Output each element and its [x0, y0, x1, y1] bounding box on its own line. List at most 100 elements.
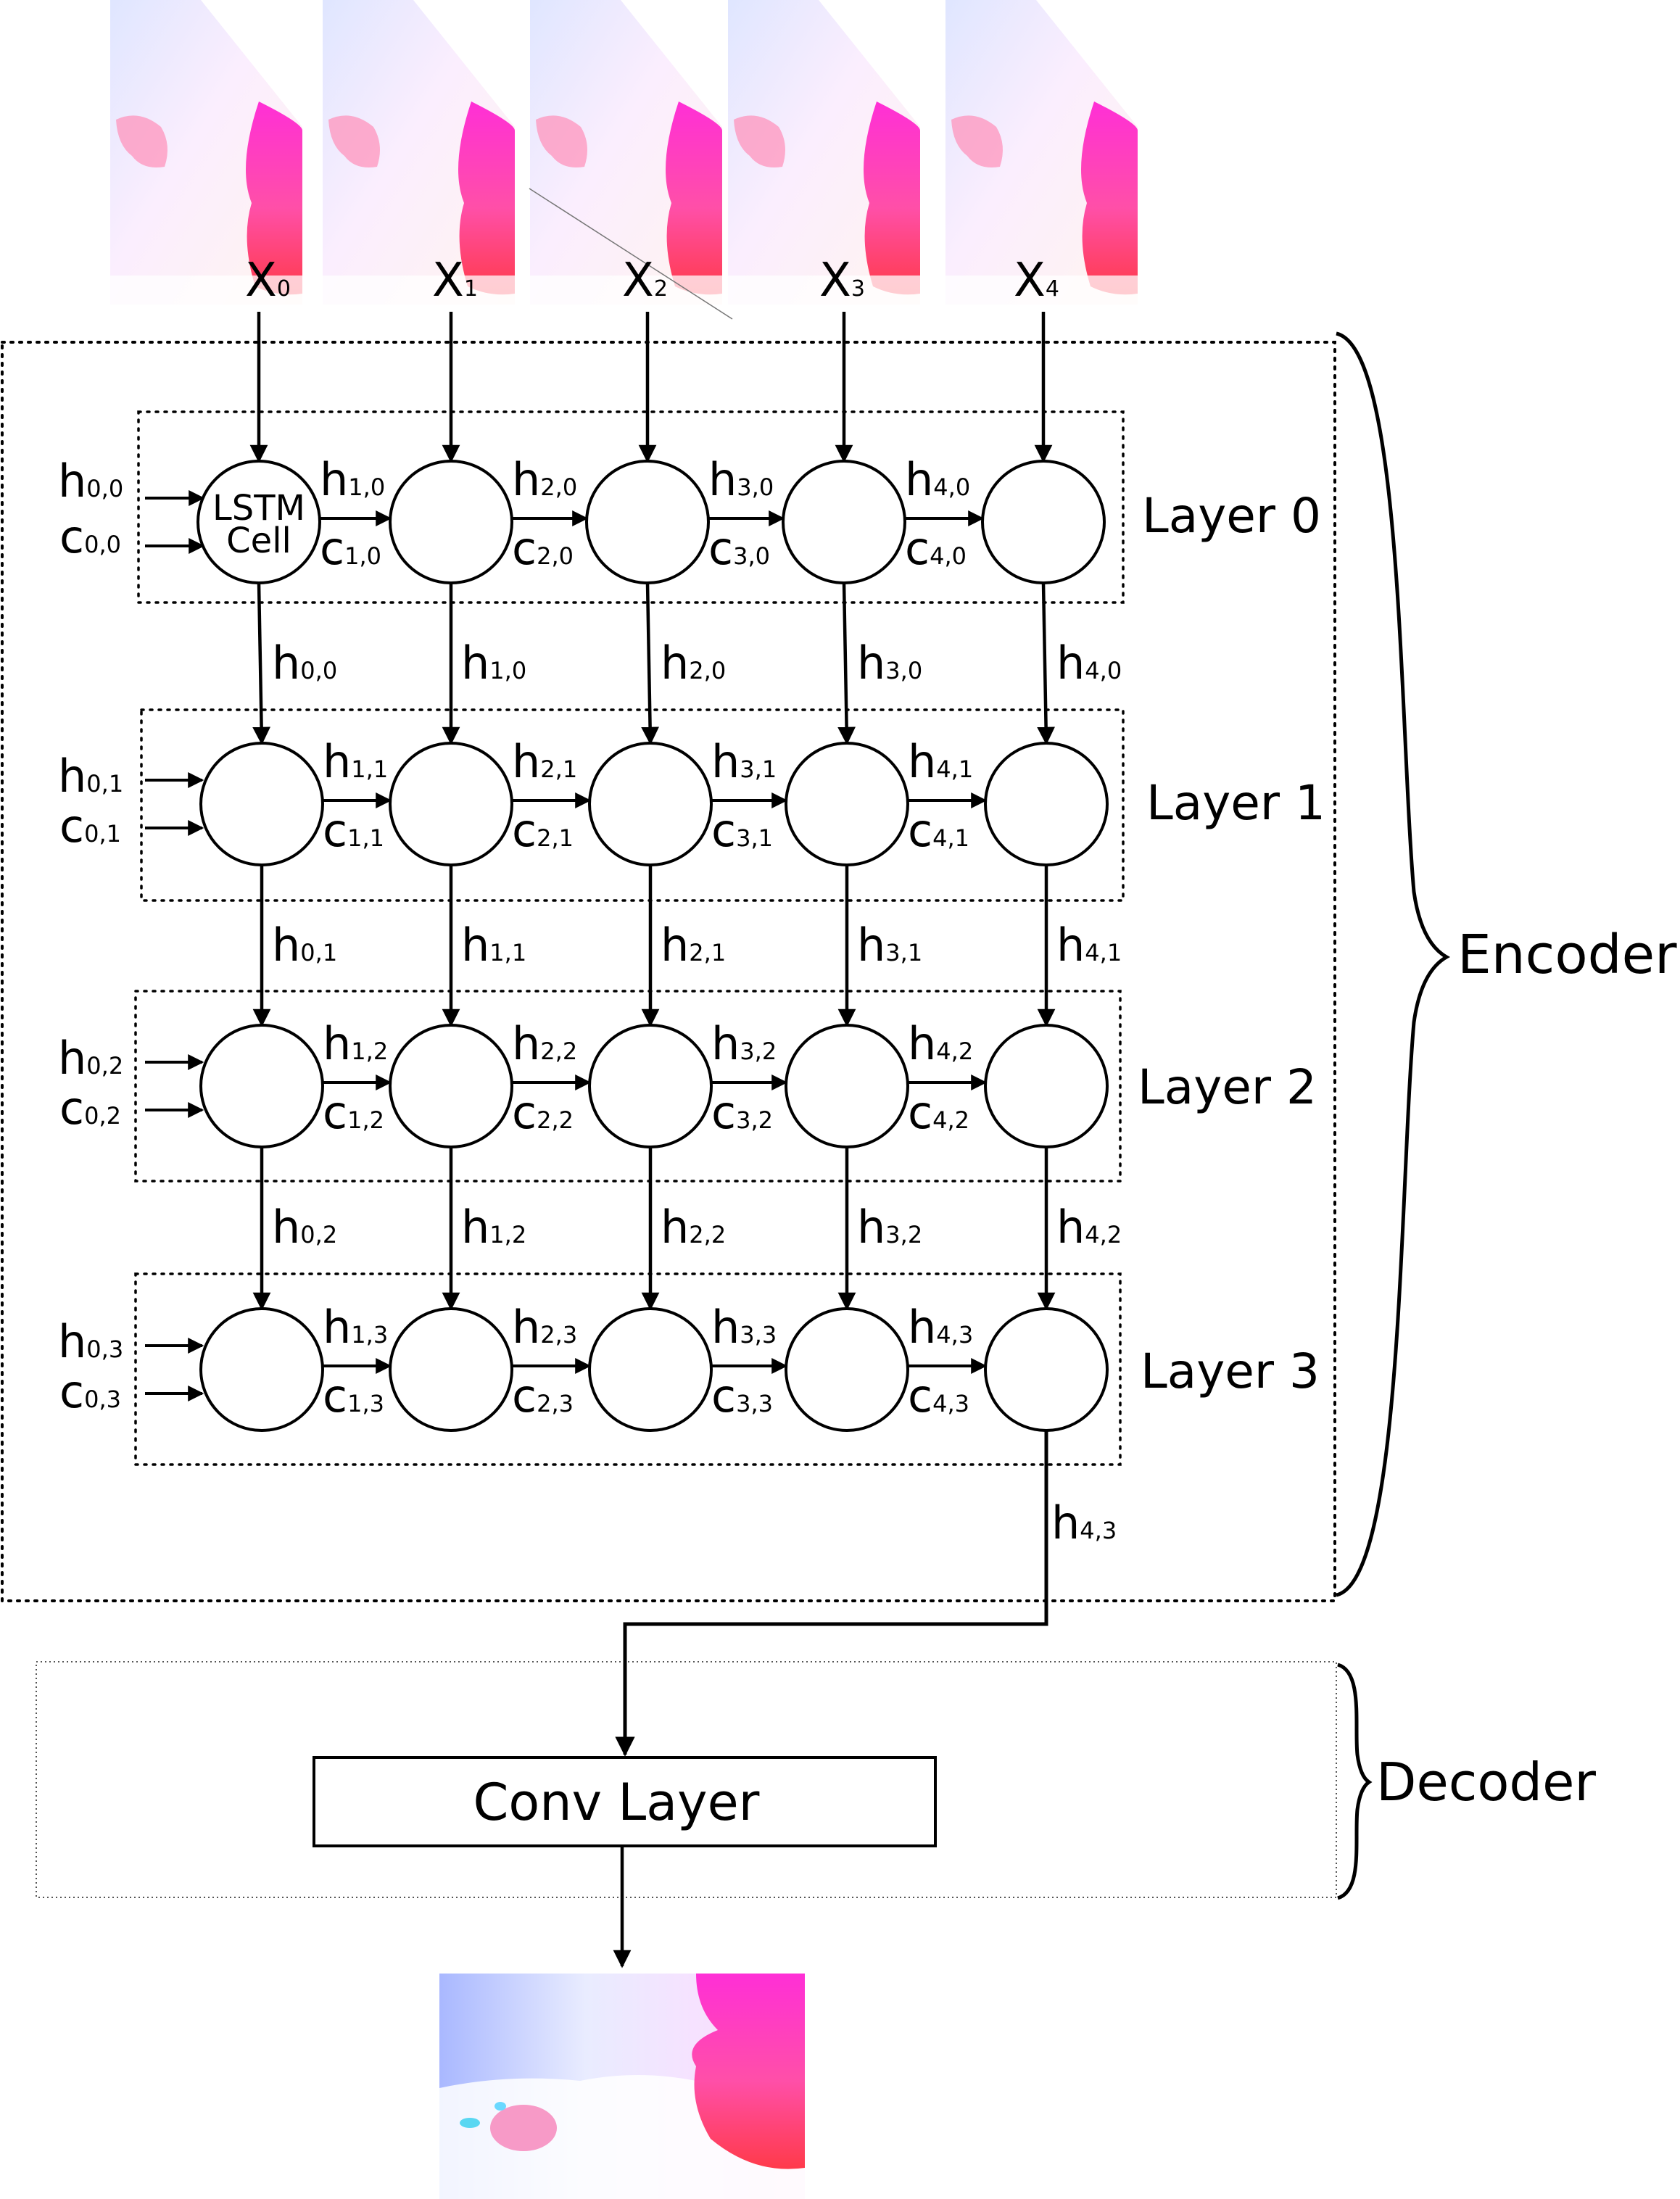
input-label: X1	[432, 254, 478, 307]
encoder-output-label: h4,3	[1051, 1496, 1117, 1549]
encoder-brace	[1336, 331, 1451, 1597]
input-label: X0	[245, 254, 291, 307]
layer-output-label: h4,0	[1056, 637, 1122, 689]
lstm-cell	[196, 460, 321, 584]
lstm-cell	[389, 742, 513, 866]
state-h-label: h4,1	[908, 735, 973, 788]
lstm-cell	[199, 1307, 324, 1432]
layer-label: Layer 1	[1146, 775, 1325, 831]
layer-output-label: h2,1	[661, 919, 726, 972]
initial-h-label: h0,0	[58, 455, 123, 508]
state-c-label: c1,1	[323, 804, 384, 857]
state-h-label: h3,3	[711, 1301, 777, 1354]
state-c-label: c3,0	[708, 522, 770, 575]
layer-output-arrow	[641, 582, 659, 745]
layer-output-label: h2,2	[661, 1201, 726, 1254]
state-c-label: c4,1	[908, 804, 969, 857]
lstm-cell	[984, 742, 1109, 866]
layer-output-label: h1,0	[461, 637, 526, 689]
layer-output-label: h1,1	[461, 919, 526, 972]
state-h-label: h2,3	[512, 1301, 577, 1354]
input-flow-image	[728, 0, 920, 319]
frame-edge-line	[529, 188, 733, 320]
state-c-label: c1,3	[323, 1370, 384, 1422]
layer-box	[137, 410, 1125, 604]
input-flow-image	[110, 0, 302, 319]
state-h-label: h2,0	[512, 453, 577, 506]
lstm-cell	[785, 1307, 909, 1432]
state-c-label: c3,3	[711, 1370, 773, 1422]
layer-output-arrow	[837, 582, 856, 745]
input-label: X2	[622, 254, 668, 307]
state-c-label: c2,0	[512, 522, 574, 575]
state-h-label: h1,3	[323, 1301, 388, 1354]
layer-output-label: h2,0	[661, 637, 726, 689]
lstm-cell	[785, 742, 909, 866]
layer-label: Layer 3	[1141, 1343, 1320, 1399]
state-h-label: h3,0	[708, 453, 774, 506]
arrows	[145, 312, 1056, 1968]
state-c-label: c3,1	[711, 804, 773, 857]
lstm-cell	[785, 1024, 909, 1148]
lstm-cell	[782, 460, 906, 584]
layer-output-arrow	[1037, 582, 1055, 745]
layer-output-label: h3,1	[857, 919, 922, 972]
lstm-cell	[389, 1307, 513, 1432]
state-c-label: c2,3	[512, 1370, 574, 1422]
lstm-cell	[984, 1024, 1109, 1148]
state-c-label: c4,2	[908, 1086, 969, 1139]
layer-output-label: h0,0	[272, 637, 337, 689]
input-flow-images	[110, 0, 1138, 320]
encoder-boundary	[1, 341, 1336, 1602]
layer-output-label: h3,0	[857, 637, 922, 689]
layer-output-label: h4,2	[1056, 1201, 1122, 1254]
encoder-label: Encoder	[1457, 924, 1677, 986]
lstm-cell	[588, 1024, 713, 1148]
initial-c-label: c0,1	[59, 800, 121, 853]
decoder-brace	[1337, 1662, 1373, 1900]
state-c-label: c1,0	[320, 522, 381, 575]
input-flow-image	[323, 0, 515, 319]
state-c-label: c3,2	[711, 1086, 773, 1139]
decoder-label: Decoder	[1376, 1752, 1596, 1813]
layer-boxes	[134, 410, 1125, 1466]
layer-label: Layer 0	[1142, 488, 1321, 544]
input-label: X3	[819, 254, 865, 307]
lstm-cell	[588, 1307, 713, 1432]
state-h-label: h1,1	[323, 735, 388, 788]
lstm-cell	[588, 742, 713, 866]
initial-c-label: c0,0	[59, 510, 121, 563]
state-h-label: h4,2	[908, 1017, 973, 1070]
state-h-label: h1,2	[323, 1017, 388, 1070]
lstm-cell	[981, 460, 1106, 584]
layer-output-label: h1,2	[461, 1201, 526, 1254]
lstm-cell	[585, 460, 710, 584]
input-label: X4	[1014, 254, 1059, 307]
lstm-cell	[984, 1307, 1109, 1432]
state-h-label: h2,2	[512, 1017, 577, 1070]
layer-box	[140, 708, 1125, 902]
lstm-cell	[199, 742, 324, 866]
input-flow-image	[945, 0, 1138, 319]
state-h-label: h2,1	[512, 735, 577, 788]
state-h-label: h4,0	[905, 453, 970, 506]
layer-box	[134, 1272, 1122, 1466]
state-h-label: h4,3	[908, 1301, 973, 1354]
lstm-cell	[389, 460, 513, 584]
initial-h-label: h0,1	[58, 750, 123, 803]
state-c-label: c1,2	[323, 1086, 384, 1139]
layer-output-label: h0,1	[272, 919, 337, 972]
state-h-label: h3,1	[711, 735, 777, 788]
layer-box	[134, 990, 1122, 1183]
state-c-label: c4,3	[908, 1370, 969, 1422]
input-flow-image	[530, 0, 722, 319]
layer-label: Layer 2	[1138, 1059, 1317, 1115]
layer-output-label: h0,2	[272, 1201, 337, 1254]
lstm-cell-text: LSTM	[212, 488, 305, 529]
state-labels: Layer 0 Layer 1 Layer 2 Layer 3 X0 X1 X2 X3 X4LS…	[58, 254, 1325, 1549]
initial-c-label: c0,3	[59, 1365, 121, 1418]
initial-c-label: c0,2	[59, 1082, 121, 1135]
layer-output-label: h4,1	[1056, 919, 1122, 972]
layer-output-arrow	[252, 582, 270, 745]
